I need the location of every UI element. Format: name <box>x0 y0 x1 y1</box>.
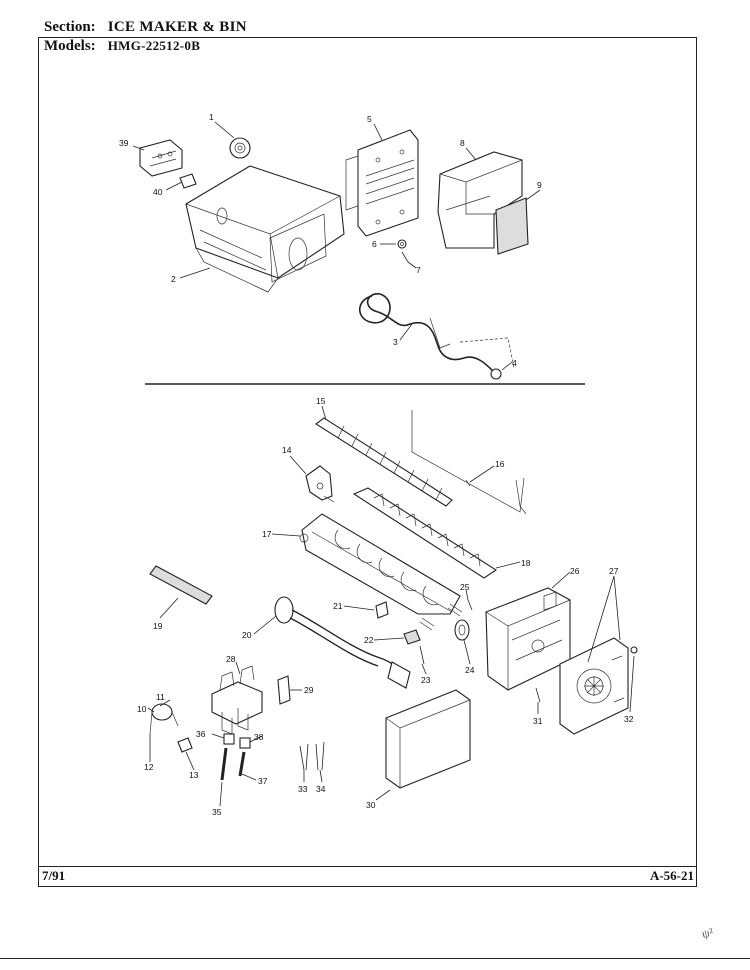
section-header: Section: ICE MAKER & BIN <box>44 18 247 36</box>
callout-14: 14 <box>282 445 292 455</box>
bottom-rule <box>0 958 750 959</box>
part-16-mold-frame <box>411 410 527 515</box>
callout-32: 32 <box>624 714 634 724</box>
part-28-valve <box>211 665 263 735</box>
callout-12: 12 <box>144 762 154 772</box>
callout-15: 15 <box>316 396 326 406</box>
callout-29: 29 <box>304 685 314 695</box>
callout-30: 30 <box>366 800 376 810</box>
callout-4: 4 <box>512 358 517 368</box>
part-30-cover <box>385 689 471 789</box>
leader-lines <box>132 121 635 807</box>
part-36-nut <box>223 733 235 745</box>
part-37-tube <box>238 751 246 777</box>
part-4-thermostat <box>490 368 502 380</box>
part-33-screws <box>299 743 309 771</box>
callout-7: 7 <box>416 265 421 275</box>
part-9-plate <box>495 197 529 255</box>
callout-1: 1 <box>209 112 214 122</box>
part-20-harness <box>274 596 411 689</box>
part-21-block <box>375 601 389 619</box>
callout-10: 10 <box>137 704 147 714</box>
callout-23: 23 <box>421 675 431 685</box>
footer-date: 7/91 <box>42 868 66 883</box>
part-1-gear <box>229 137 251 159</box>
callout-labels: 1 2 3 4 5 6 7 8 9 11 12 13 14 15 16 17 1… <box>119 112 634 817</box>
section-title: ICE MAKER & BIN <box>107 19 247 35</box>
part-29-clip <box>277 675 291 705</box>
footer-page-number: A-56-21 <box>649 868 694 883</box>
part-17-mold <box>299 513 461 615</box>
callout-3: 3 <box>393 337 398 347</box>
part-24-coupler <box>454 619 470 641</box>
callout-31: 31 <box>533 716 543 726</box>
part-7-screw <box>401 251 409 263</box>
callout-28: 28 <box>226 654 236 664</box>
models-label: Models: <box>44 38 96 54</box>
callout-21: 21 <box>333 601 343 611</box>
part-14-bracket <box>305 465 335 503</box>
callout-11: 11 <box>156 692 165 702</box>
callout-20: 20 <box>242 630 252 640</box>
footer-divider <box>38 866 697 867</box>
callout-13: 13 <box>189 770 199 780</box>
callout-5: 5 <box>367 114 372 124</box>
part-15-ejector <box>315 417 453 507</box>
part-18-stripper <box>352 487 498 579</box>
callout-22: 22 <box>364 635 374 645</box>
part-34-screws <box>315 741 325 771</box>
callout-39: 39 <box>119 138 129 148</box>
models-header: Models: HMG-22512-0B <box>44 37 200 55</box>
callout-17: 17 <box>262 529 272 539</box>
part-23-screw <box>419 645 425 665</box>
callout-16: 16 <box>495 459 505 469</box>
part-5-bracket <box>345 129 419 237</box>
callout-40: 40 <box>153 187 163 197</box>
callout-34: 34 <box>316 784 326 794</box>
callout-25: 25 <box>460 582 470 592</box>
diagram-frame <box>38 37 697 887</box>
callout-36: 36 <box>196 729 206 739</box>
part-6-washer <box>397 239 407 249</box>
callout-8: 8 <box>460 138 465 148</box>
part-26-motor-housing <box>485 587 571 691</box>
part-25-screw <box>467 599 473 611</box>
callout-18: 18 <box>521 558 531 568</box>
callout-33: 33 <box>298 784 308 794</box>
spring-parts <box>419 603 463 631</box>
part-11-solenoid <box>149 703 179 735</box>
part-35-tube <box>220 747 228 781</box>
part-8-chute <box>437 151 523 249</box>
part-3-heater <box>358 293 515 373</box>
part-2-ice-bin <box>185 165 345 293</box>
callout-6: 6 <box>372 239 377 249</box>
part-39-switch <box>139 139 183 177</box>
callout-26: 26 <box>570 566 580 576</box>
part-38-nut <box>239 737 251 749</box>
callout-38: 38 <box>254 732 264 742</box>
callout-19: 19 <box>153 621 163 631</box>
models-value: HMG-22512-0B <box>107 38 201 53</box>
callout-27: 27 <box>609 566 619 576</box>
part-13-connector <box>177 737 193 753</box>
section-label: Section: <box>44 19 96 35</box>
part-22-plate <box>403 629 421 645</box>
callout-24: 24 <box>465 665 475 675</box>
part-32-screw <box>630 646 638 654</box>
part-31-screw <box>535 687 541 703</box>
part-27-motor <box>559 637 629 735</box>
part-40-clip <box>179 173 197 189</box>
callout-9: 9 <box>537 180 542 190</box>
callout-35: 35 <box>212 807 222 817</box>
part-19-tube <box>149 565 213 605</box>
callout-2: 2 <box>171 274 176 284</box>
callout-37: 37 <box>258 776 268 786</box>
